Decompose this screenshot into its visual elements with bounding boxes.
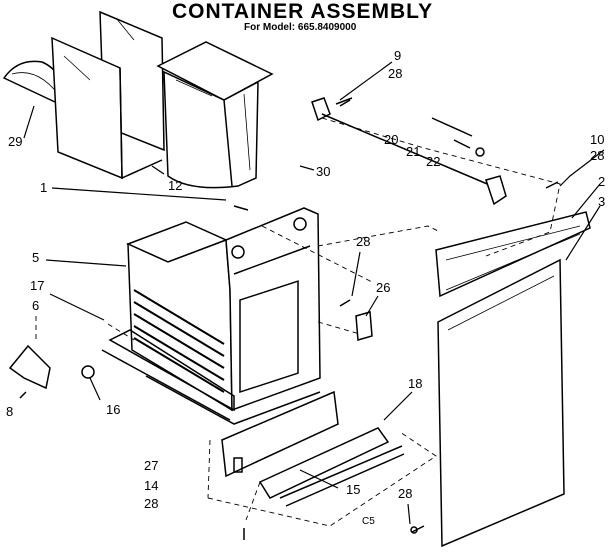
callout-8: 8: [6, 404, 13, 419]
callout-22: 22: [426, 154, 440, 169]
callout-20: 20: [384, 132, 398, 147]
callout-17: 17: [30, 278, 44, 293]
screws: [19, 99, 559, 540]
callout-12: 12: [168, 178, 182, 193]
part-16-knob: [81, 365, 95, 379]
part-6-bracket: [8, 344, 51, 390]
model-number: For Model: 665.8409000: [244, 22, 357, 33]
callout-3: 3: [598, 194, 605, 209]
part-30-container-bag: [156, 41, 274, 189]
part-15-lower-rails: [258, 427, 405, 507]
part-2-top-rail: [435, 211, 591, 298]
callout-28: 28: [356, 234, 370, 249]
callout-21: 21: [406, 144, 420, 159]
callout-2: 2: [598, 174, 605, 189]
callout-10: 10: [590, 132, 604, 147]
callout-26: 26: [376, 280, 390, 295]
part-3-door-panel: [437, 258, 565, 548]
callout-5: 5: [32, 250, 39, 265]
callout-14: 14: [144, 478, 158, 493]
alignment-lines: [35, 117, 561, 527]
callout-9: 9: [394, 48, 401, 63]
callout-28: 28: [388, 66, 402, 81]
callout-15: 15: [346, 482, 360, 497]
callout-27: 27: [144, 458, 158, 473]
part-26-clip: [355, 311, 373, 341]
callout-29: 29: [8, 134, 22, 149]
diagram-title: CONTAINER ASSEMBLY: [172, 0, 434, 23]
part-20-22-rod-assembly: [321, 113, 507, 206]
leader-lines: [23, 61, 605, 525]
part-9-bracket: [311, 97, 353, 122]
callout-1: 1: [40, 180, 47, 195]
part-14-lower-front-rail: [221, 390, 339, 478]
callout-16: 16: [106, 402, 120, 417]
callout-c5: C5: [362, 516, 375, 527]
callout-30: 30: [316, 164, 330, 179]
callout-18: 18: [408, 376, 422, 391]
callout-6: 6: [32, 298, 39, 313]
callout-28: 28: [590, 148, 604, 163]
part-12-side-panels: [51, 10, 165, 180]
callout-28: 28: [144, 496, 158, 511]
callout-28: 28: [398, 486, 412, 501]
part-5-container-frame: [101, 207, 321, 425]
